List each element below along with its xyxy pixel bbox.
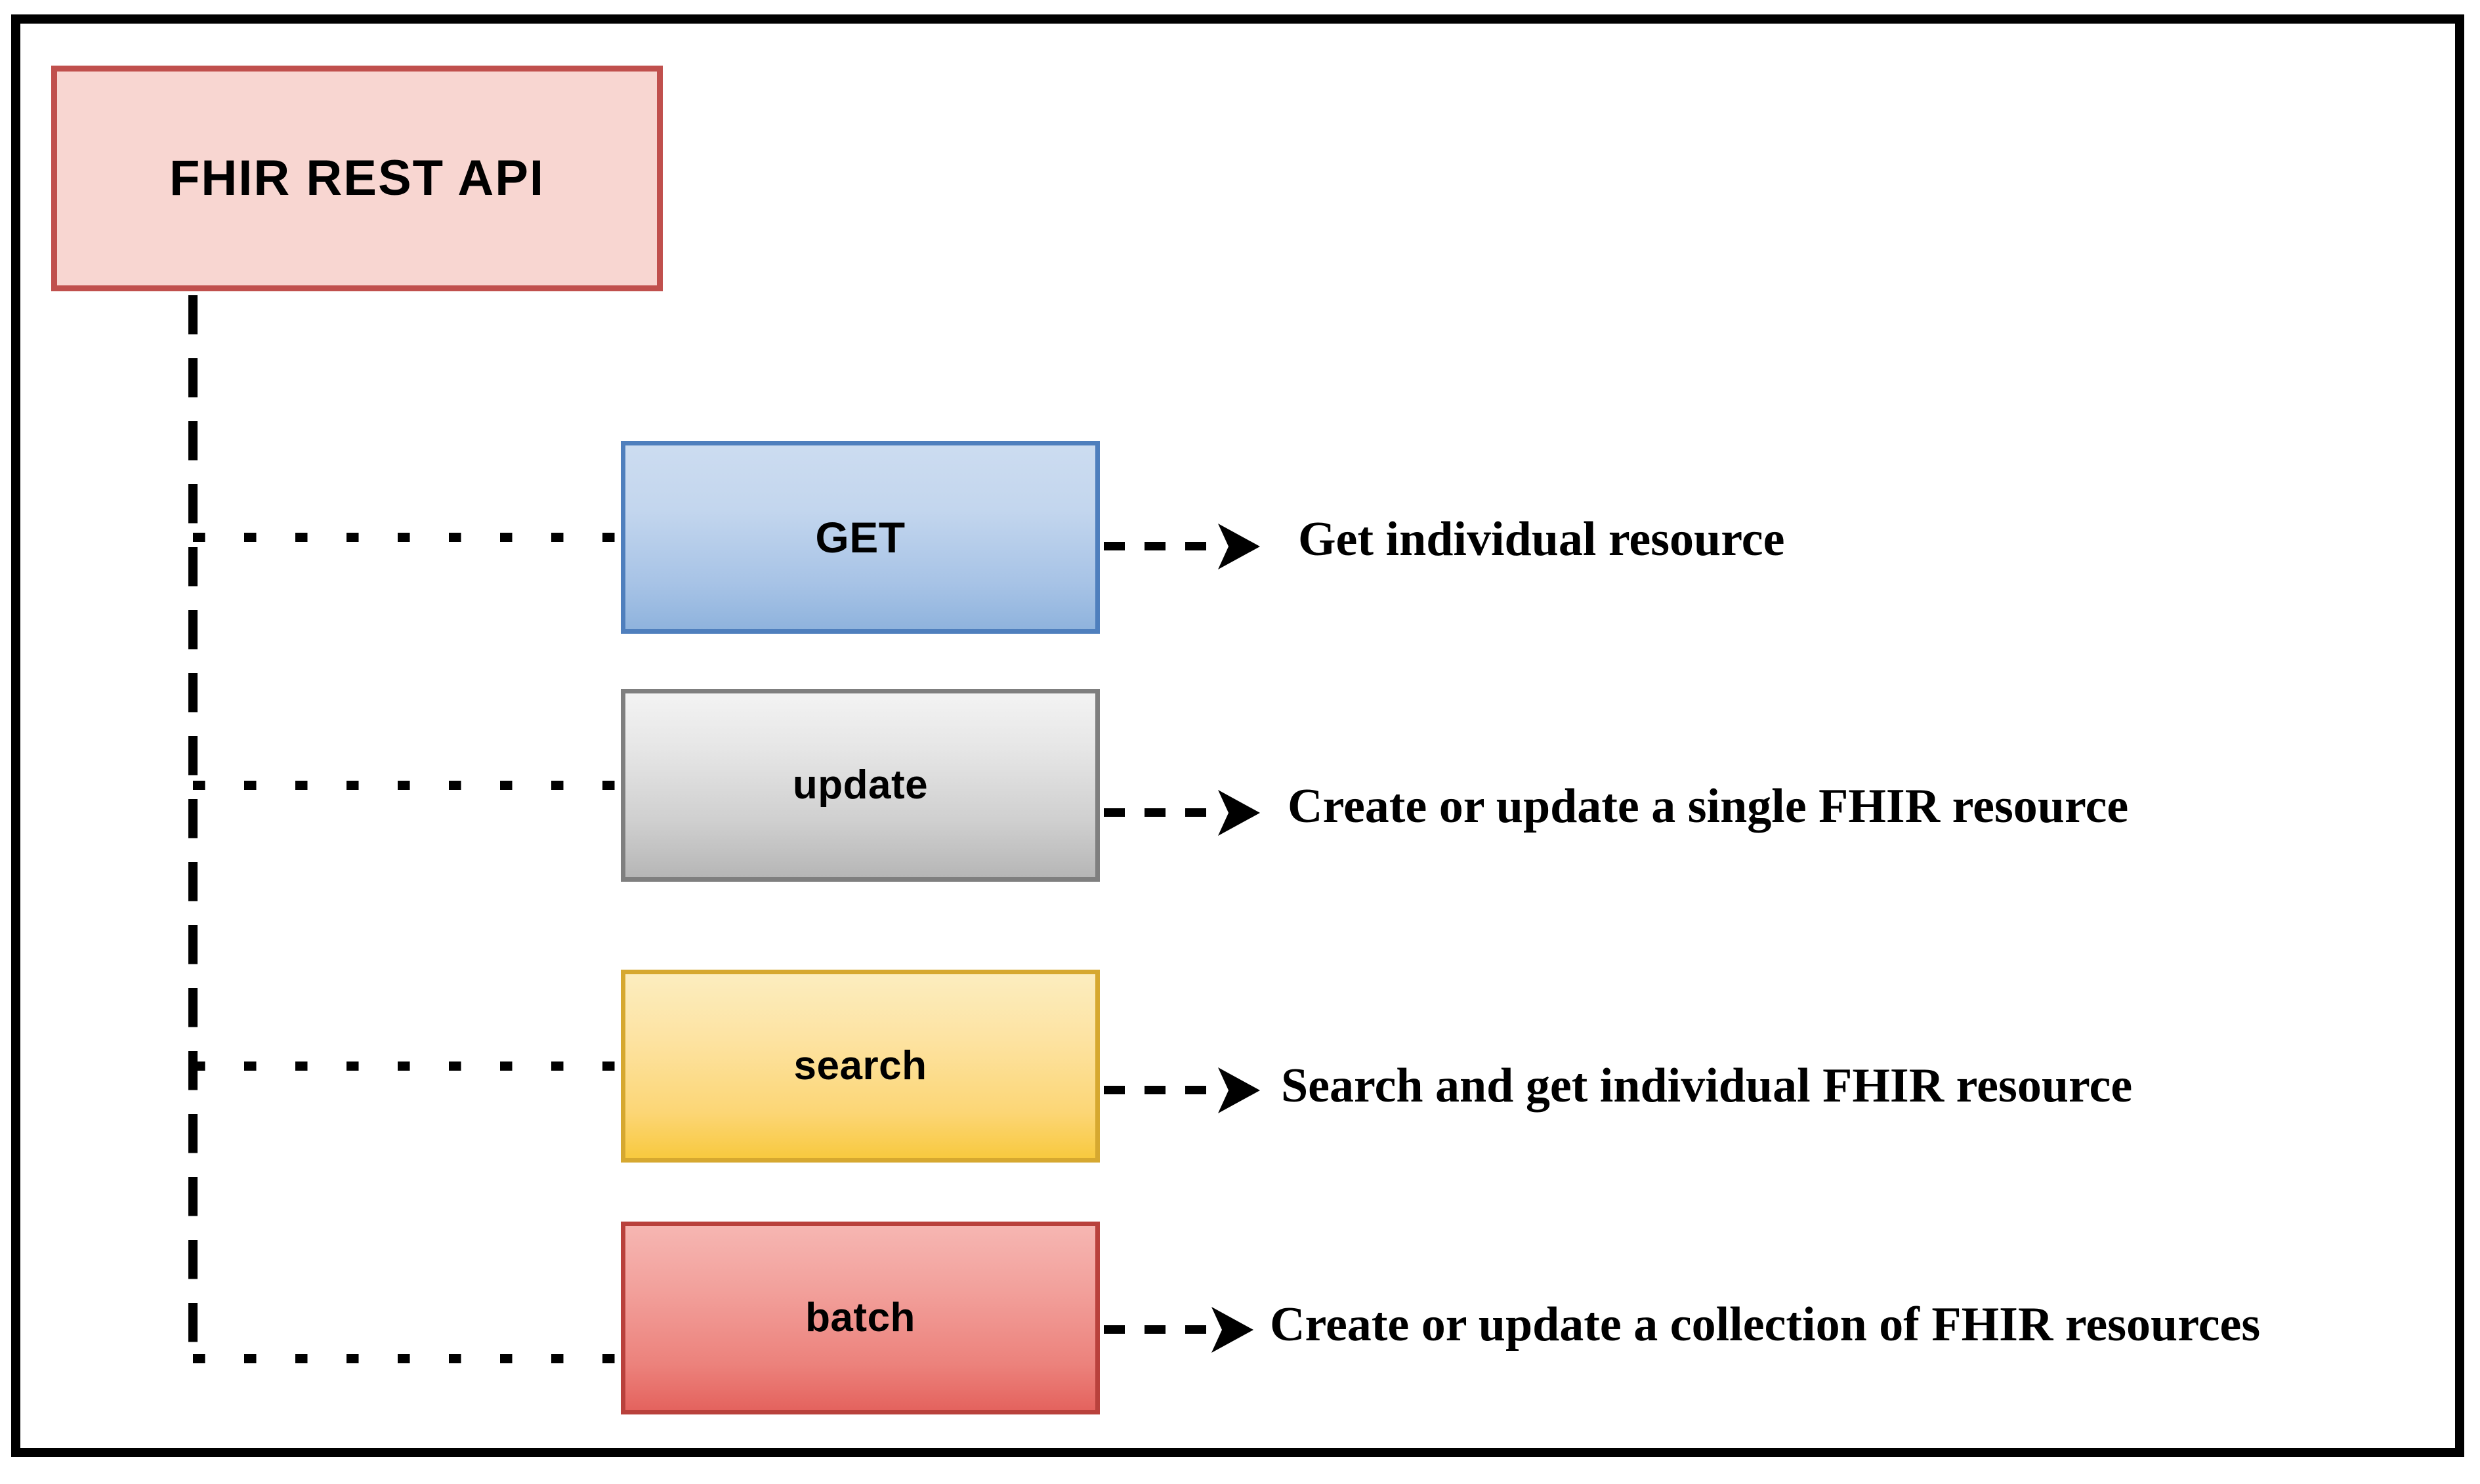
branch-to-search [193,1061,623,1071]
node-get[interactable]: GET [621,441,1100,634]
connector-search-to-description [1104,1067,1268,1113]
arrowhead-icon [1218,523,1260,569]
node-update-label: update [792,762,929,808]
branch-to-batch [193,1354,623,1363]
branch-to-update [193,781,623,790]
node-batch[interactable]: batch [621,1222,1100,1414]
branch-to-get [193,533,623,542]
node-fhir-rest-api[interactable]: FHIR REST API [51,66,663,291]
node-batch-label: batch [805,1295,915,1340]
node-search[interactable]: search [621,970,1100,1163]
description-get: Get individual resource [1298,512,1785,566]
connector-batch-dashes [1104,1325,1219,1334]
node-get-label: GET [815,513,906,562]
connector-get-to-description [1104,523,1268,569]
connector-batch-to-description [1104,1306,1268,1353]
connector-search-dashes [1104,1086,1225,1094]
node-update[interactable]: update [621,689,1100,882]
connector-vertical-trunk [188,295,198,1363]
arrowhead-icon [1218,1067,1260,1113]
description-search: Search and get individual FHIR resource [1281,1059,2133,1113]
connector-get-dashes [1104,542,1225,550]
arrowhead-icon [1211,1306,1253,1353]
node-fhir-rest-api-label: FHIR REST API [169,150,545,206]
description-update: Create or update a single FHIR resource [1288,779,2129,833]
connector-update-to-description [1104,789,1268,836]
arrowhead-icon [1218,789,1260,836]
description-batch: Create or update a collection of FHIR re… [1270,1298,2261,1351]
connector-update-dashes [1104,808,1225,817]
node-search-label: search [793,1043,927,1088]
